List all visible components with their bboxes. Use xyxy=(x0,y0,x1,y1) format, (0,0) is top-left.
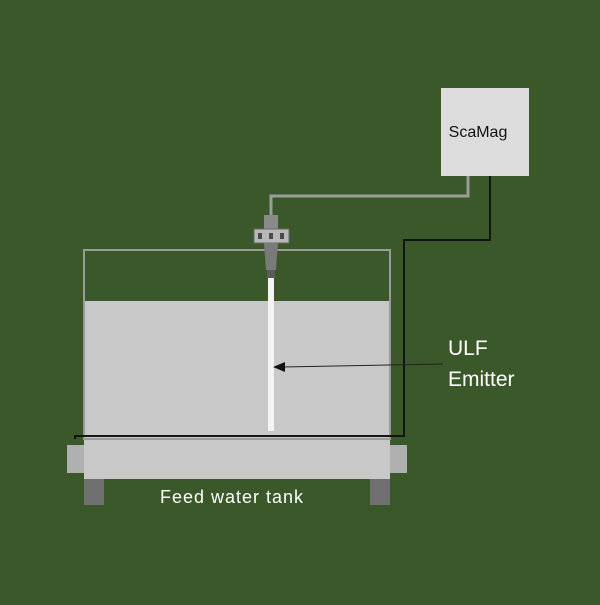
fitting-top xyxy=(264,215,278,229)
tank-outline xyxy=(83,249,391,440)
tank-label: Feed water tank xyxy=(160,487,304,507)
tank-foot-right xyxy=(370,479,390,505)
emitter-pointer-line xyxy=(282,363,444,368)
fitting-bolt-right xyxy=(280,233,284,239)
emitter-pointer-arrowhead xyxy=(273,362,285,372)
ground-cable xyxy=(74,176,491,439)
tank-side-tab-right xyxy=(390,445,407,473)
emitter-label-line1: ULF xyxy=(448,337,488,360)
ulf-emitter-rod xyxy=(268,278,274,431)
signal-cable xyxy=(269,176,470,218)
emitter-label-line2: Emitter xyxy=(448,368,515,391)
tank-foot-left xyxy=(84,479,104,505)
fitting-bolt-left xyxy=(258,233,262,239)
tank-side-tab-left xyxy=(67,445,84,473)
tank-base xyxy=(84,439,390,479)
controller-label: ScaMag xyxy=(449,124,508,141)
fitting-tip xyxy=(267,270,275,278)
scamag-controller-box xyxy=(441,88,529,176)
fitting-nozzle xyxy=(264,243,278,270)
fitting-bolt-center xyxy=(269,233,273,239)
tank-water xyxy=(84,301,390,439)
